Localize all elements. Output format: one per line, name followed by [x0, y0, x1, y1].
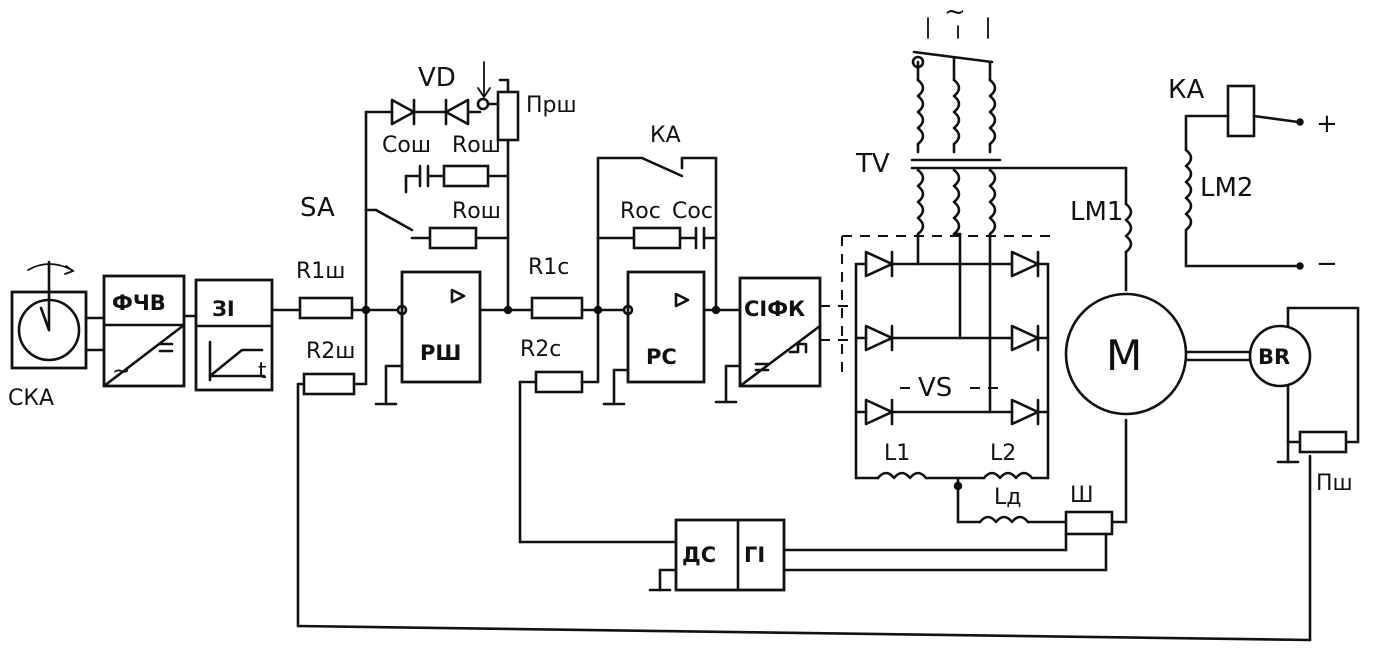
rosh1-resistor	[442, 164, 490, 188]
gi-label: ГІ	[744, 543, 765, 567]
rsh-label: РШ	[420, 341, 461, 365]
rosh1-label: Rош	[452, 133, 501, 158]
sifk-box	[738, 276, 822, 388]
speed-regulator-rsh: РШ	[374, 270, 482, 406]
roc-resistor	[632, 226, 682, 250]
r2c-label: R2с	[520, 337, 561, 362]
tv-label: TV	[855, 149, 890, 179]
ka-top-label: КА	[1168, 75, 1204, 105]
br-label: BR	[1258, 345, 1290, 369]
r1sh-resistor	[298, 296, 354, 320]
r2sh-resistor	[302, 372, 356, 396]
rsh-box	[400, 270, 482, 384]
ac-label: ~	[944, 0, 966, 27]
l1-label: L1	[884, 441, 910, 466]
fchv-box	[102, 274, 186, 388]
phase-detector-fchv: ФЧВ ∼	[102, 274, 186, 388]
roc-label: Rос	[620, 199, 661, 224]
sh-label: Ш	[1070, 483, 1094, 508]
rosh2-label: Rош	[452, 199, 501, 224]
br-circle	[1248, 324, 1312, 388]
tachogenerator-br: BR Пш	[1248, 306, 1360, 642]
lm2-label: LM2	[1200, 173, 1253, 203]
selsyn-cka: СКА	[8, 260, 88, 411]
lm1-label: LM1	[1070, 197, 1123, 227]
transformer-tv: TV	[855, 78, 1128, 414]
zi-box	[194, 278, 274, 392]
current-sensor-ds-gi: ДС ГІ	[648, 518, 1108, 592]
ds-label: ДС	[682, 543, 716, 567]
r1sh-label: R1ш	[296, 259, 345, 284]
ds-gi-box	[674, 518, 786, 592]
ka-mid-label: КА	[650, 123, 681, 148]
minus-label: −	[1316, 249, 1338, 279]
prsh-potentiometer: Прш	[486, 78, 577, 312]
ac-supply: ~	[911, 0, 994, 82]
motor-label: M	[1106, 331, 1142, 380]
motor-circle	[1064, 292, 1188, 416]
ka-coil	[1226, 84, 1256, 138]
psh-resistor	[1298, 430, 1348, 454]
plus-label: +	[1316, 109, 1338, 139]
prsh-resistor	[496, 90, 520, 142]
l2-label: L2	[990, 441, 1016, 466]
r2c-resistor	[534, 370, 584, 394]
cosh-label: Сош	[382, 133, 431, 158]
current-regulator-rc: РС	[602, 270, 706, 406]
relay-ka-lm2: КА + − LM2	[1168, 75, 1338, 279]
thyristor-bridge-vs: VS L1 L2 Lд	[854, 250, 1068, 524]
phase-control-sifk: СІФК	[738, 276, 822, 388]
sifk-label: СІФК	[744, 297, 805, 321]
sa-label: SA	[300, 193, 335, 223]
r2sh-label: R2ш	[306, 339, 355, 364]
vs-label: VS	[918, 373, 952, 403]
psh-label: Пш	[1316, 471, 1353, 496]
vd-diodes: VD	[390, 61, 491, 126]
shunt-sh: Ш	[1064, 418, 1128, 572]
ramp-generator-zi: ЗІ t	[194, 278, 274, 392]
shunt-resistor	[1064, 510, 1114, 536]
r1c-label: R1с	[528, 255, 569, 280]
ld-label: Lд	[994, 485, 1021, 510]
field-winding-lm1: LM1	[1070, 166, 1133, 292]
rc-label: РС	[646, 345, 677, 369]
rosh2-resistor	[428, 226, 478, 250]
vd-label: VD	[418, 63, 456, 93]
cka-label: СКА	[8, 386, 54, 411]
fchv-label: ФЧВ	[112, 291, 166, 315]
zi-label: ЗІ	[212, 297, 235, 321]
svg-text:∼: ∼	[112, 359, 130, 384]
prsh-label: Прш	[526, 93, 577, 118]
r1c-resistor	[530, 296, 584, 320]
motor-m: M	[1064, 292, 1252, 416]
rc-box	[626, 270, 706, 384]
coc-label: Сос	[672, 199, 713, 224]
zi-t-label: t	[258, 359, 267, 384]
